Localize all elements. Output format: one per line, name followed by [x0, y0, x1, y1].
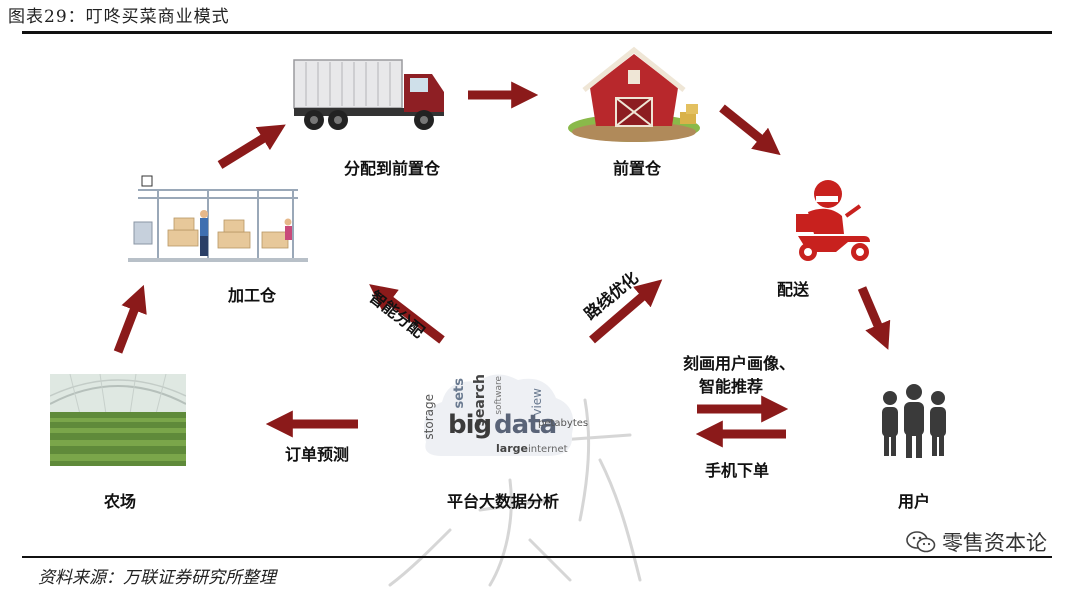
- figure-title: 图表29：叮咚买菜商业模式: [8, 7, 230, 27]
- word-internet: internet: [528, 444, 568, 455]
- arrow-delivery-to-user: [857, 286, 891, 350]
- top-rule: [22, 31, 1052, 34]
- edge-profiling-label-line1: 刻画用户画像、: [683, 354, 796, 373]
- edge-order-forecast-label: 订单预测: [285, 445, 350, 464]
- barn-icon: [568, 46, 700, 142]
- node-platform-label: 平台大数据分析: [446, 492, 560, 511]
- node-front-warehouse-label: 前置仓: [612, 159, 662, 178]
- word-data: data: [494, 410, 557, 440]
- word-large: large: [496, 442, 528, 455]
- node-user-label: 用户: [897, 492, 931, 511]
- edge-profiling-label-line2: 智能推荐: [699, 377, 764, 396]
- word-big: big: [448, 410, 492, 440]
- source-note: 资料来源：万联证券研究所整理: [38, 568, 276, 588]
- wechat-watermark: 零售资本论: [906, 527, 1047, 557]
- edge-mobile-order-label: 手机下单: [705, 461, 770, 480]
- node-processing-label: 加工仓: [227, 286, 277, 305]
- node-farm-label: 农场: [103, 492, 137, 511]
- node-distribute-label: 分配到前置仓: [343, 159, 441, 178]
- arrow-farm-to-processing: [113, 284, 147, 354]
- bottom-rule: [22, 556, 1052, 558]
- arrow-processing-to-truck: [217, 124, 286, 169]
- arrow-platform-to-processing: [369, 284, 445, 344]
- word-software: software: [494, 376, 504, 415]
- word-storage: storage: [422, 394, 436, 440]
- wechat-account-name: 零售资本论: [942, 531, 1047, 555]
- wechat-icon: [906, 531, 936, 553]
- users-group-icon: [882, 384, 946, 458]
- node-delivery-label: 配送: [776, 280, 810, 299]
- arrow-warehouse-to-delivery: [719, 104, 781, 156]
- arrow-platform-to-delivery: [589, 279, 663, 344]
- word-sets: sets: [452, 378, 467, 409]
- truck-icon: [293, 59, 444, 130]
- background-watermark: [388, 398, 642, 587]
- farm-greenhouse-photo: [50, 374, 186, 466]
- processing-warehouse-illustration: [128, 175, 308, 262]
- word-petabytes: petabytes: [538, 418, 589, 429]
- bigdata-wordcloud: storage sets search software view big da…: [412, 366, 588, 466]
- delivery-scooter-icon: [796, 180, 870, 261]
